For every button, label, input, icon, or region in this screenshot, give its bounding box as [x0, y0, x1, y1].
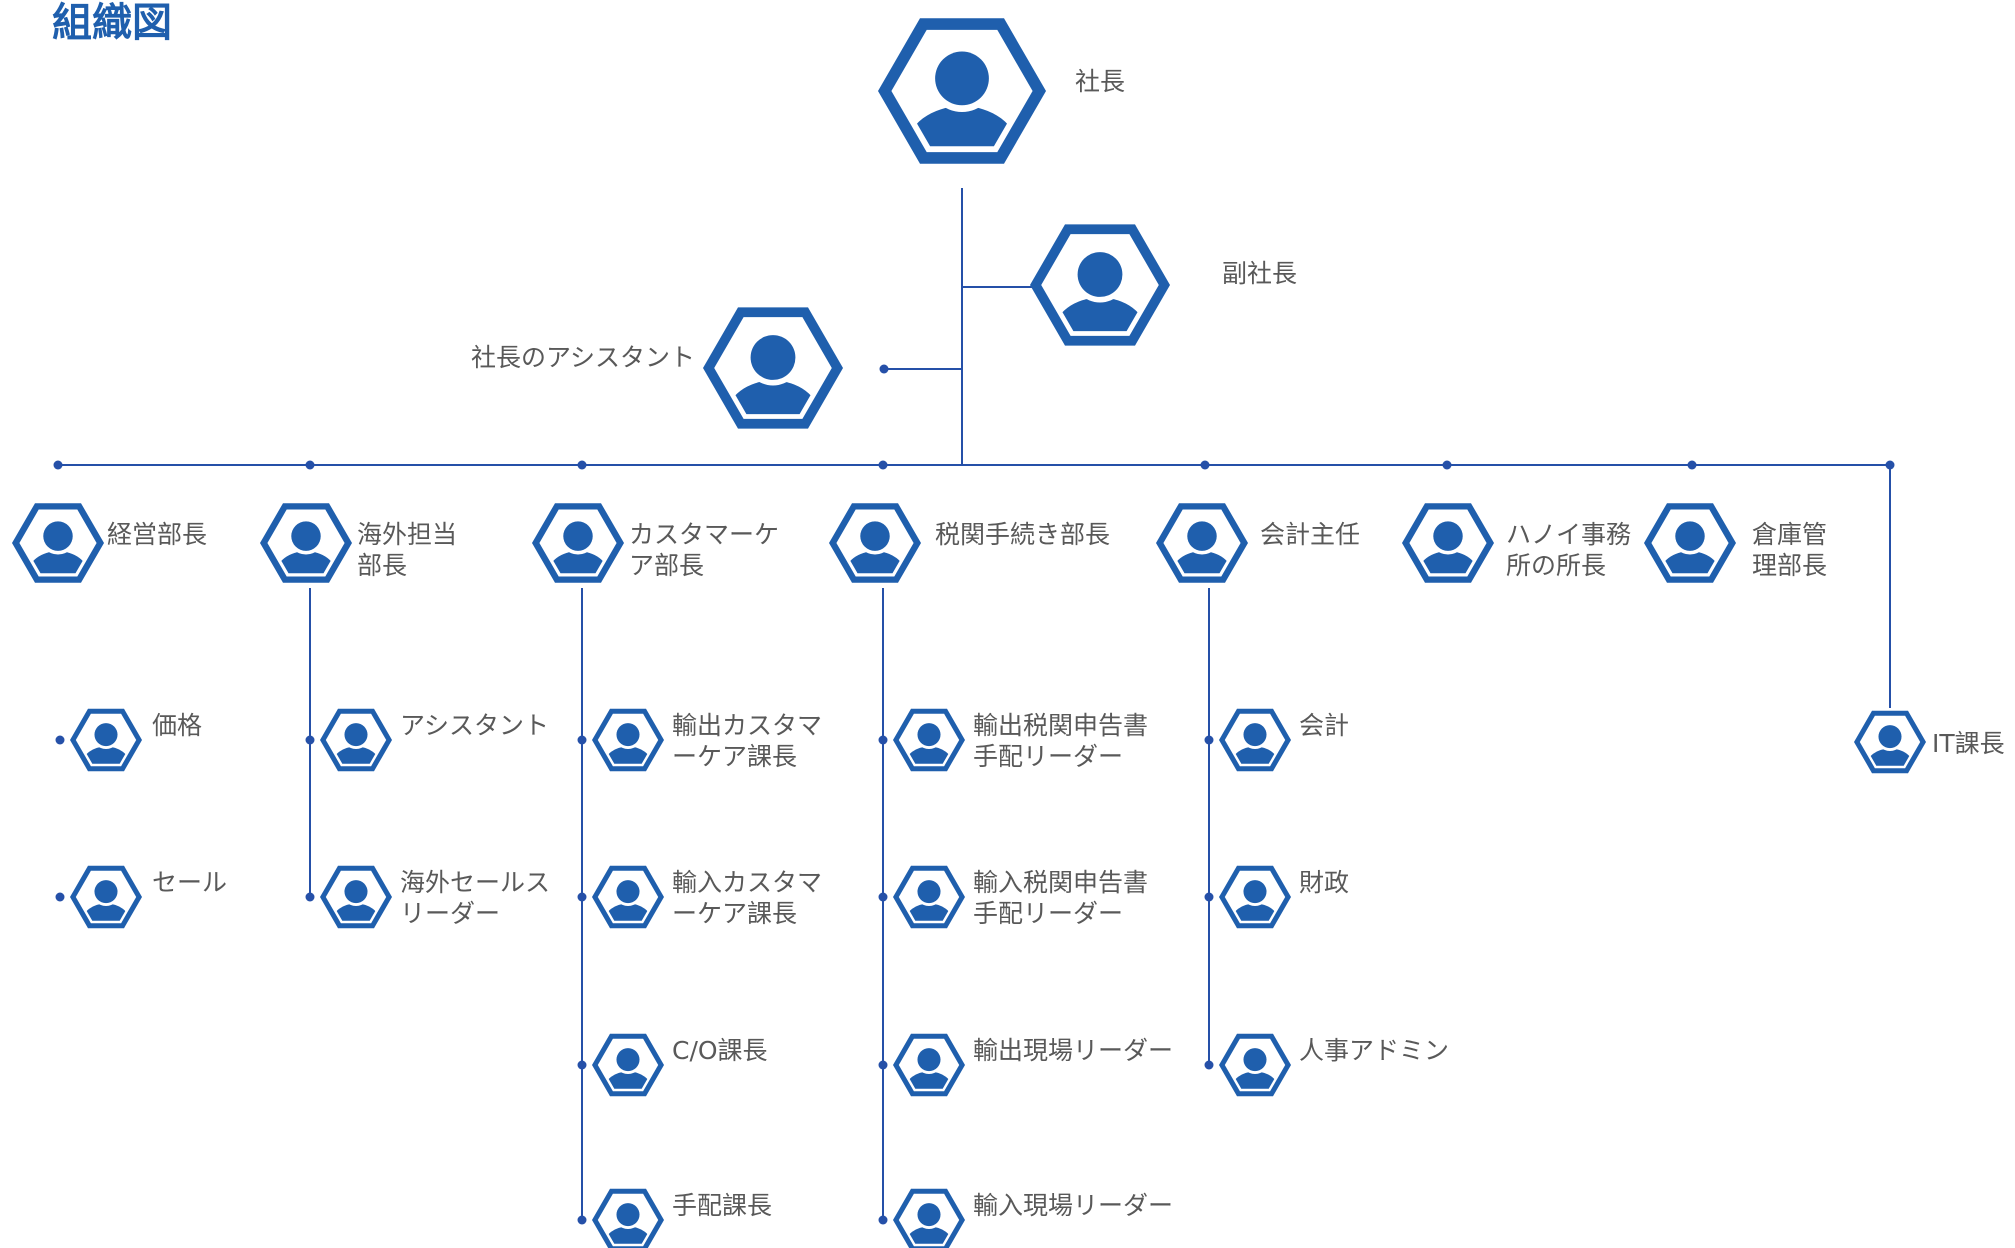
position-label: C/O課長: [672, 1036, 768, 1065]
position-label: 会計: [1299, 711, 1349, 740]
ceo-node-icon: [878, 18, 1046, 164]
assistant-label: 社長のアシスタント: [471, 343, 695, 372]
position-node-icon: [592, 1188, 664, 1248]
connector-dot: [53, 460, 63, 470]
connector-dot: [1885, 460, 1895, 470]
department-label-1: 経営部長: [107, 520, 207, 549]
connector-dot: [1442, 460, 1452, 470]
position-label: 輸出税関申告書手配リーダー: [973, 711, 1148, 771]
position-label: 輸入税関申告書手配リーダー: [973, 868, 1148, 928]
connector-dot: [879, 364, 889, 374]
position-node-icon: [592, 708, 664, 772]
connector-dot: [1200, 460, 1210, 470]
position-label: 財政: [1299, 868, 1349, 897]
vice-president-label: 副社長: [1222, 259, 1297, 288]
department-node-icon-5: [1156, 503, 1248, 583]
connector-dot: [878, 460, 888, 470]
position-label: 輸入現場リーダー: [973, 1191, 1173, 1220]
position-node-icon: [320, 865, 392, 929]
position-node-icon: [893, 708, 965, 772]
department-node-icon-7: [1644, 503, 1736, 583]
department-label-3: カスタマーケア部長: [629, 520, 779, 580]
connector-dot: [878, 892, 888, 902]
vice-president-node-icon: [1030, 224, 1170, 346]
position-node-icon: [1854, 710, 1926, 774]
position-node-icon: [70, 865, 142, 929]
department-label-5: 会計主任: [1260, 520, 1360, 549]
connector-dot: [1204, 892, 1214, 902]
position-node-icon: [70, 708, 142, 772]
department-label-4: 税関手続き部長: [935, 520, 1110, 549]
position-node-icon: [592, 1033, 664, 1097]
connector-dot: [878, 1215, 888, 1225]
connector-dot: [1204, 1060, 1214, 1070]
position-label: 手配課長: [672, 1191, 772, 1220]
position-node-icon: [893, 1033, 965, 1097]
chart-title: 組織図: [52, 0, 172, 46]
position-node-icon: [592, 865, 664, 929]
connector-dot: [305, 892, 315, 902]
connector-dot: [577, 735, 587, 745]
connector-dot: [305, 735, 315, 745]
position-label: IT課長: [1932, 729, 2005, 758]
connector-dot: [1204, 735, 1214, 745]
assistant-node-icon: [703, 307, 843, 429]
department-node-icon-3: [532, 503, 624, 583]
connector-dot: [878, 735, 888, 745]
position-label: 人事アドミン: [1299, 1036, 1449, 1065]
position-label: セール: [152, 868, 227, 897]
department-label-7: 倉庫管理部長: [1752, 520, 1827, 580]
connector-dot: [305, 460, 315, 470]
department-node-icon-4: [829, 503, 921, 583]
department-node-icon-1: [12, 503, 104, 583]
position-node-icon: [320, 708, 392, 772]
ceo-label: 社長: [1075, 67, 1125, 96]
connector-dot: [1687, 460, 1697, 470]
connector-dot: [55, 735, 65, 745]
connector-dot: [878, 1060, 888, 1070]
position-label: アシスタント: [400, 711, 549, 740]
connector-lines: [58, 188, 1891, 1220]
position-node-icon: [893, 865, 965, 929]
connector-dot: [577, 892, 587, 902]
position-label: 価格: [152, 711, 202, 740]
connector-dot: [577, 460, 587, 470]
position-label: 輸出カスタマーケア課長: [672, 711, 822, 771]
position-label: 輸出現場リーダー: [973, 1036, 1173, 1065]
connector-dot: [577, 1060, 587, 1070]
position-node-icon: [1219, 708, 1291, 772]
department-node-icon-2: [260, 503, 352, 583]
department-label-2: 海外担当部長: [357, 520, 457, 580]
position-node-icon: [893, 1188, 965, 1248]
connector-dot: [55, 892, 65, 902]
department-node-icon-6: [1402, 503, 1494, 583]
connector-dots: [53, 282, 1895, 1225]
department-label-6: ハノイ事務所の所長: [1506, 520, 1631, 580]
position-label: 輸入カスタマーケア課長: [672, 868, 822, 928]
connector-dot: [577, 1215, 587, 1225]
position-node-icon: [1219, 865, 1291, 929]
position-label: 海外セールスリーダー: [400, 868, 550, 928]
position-node-icon: [1219, 1033, 1291, 1097]
